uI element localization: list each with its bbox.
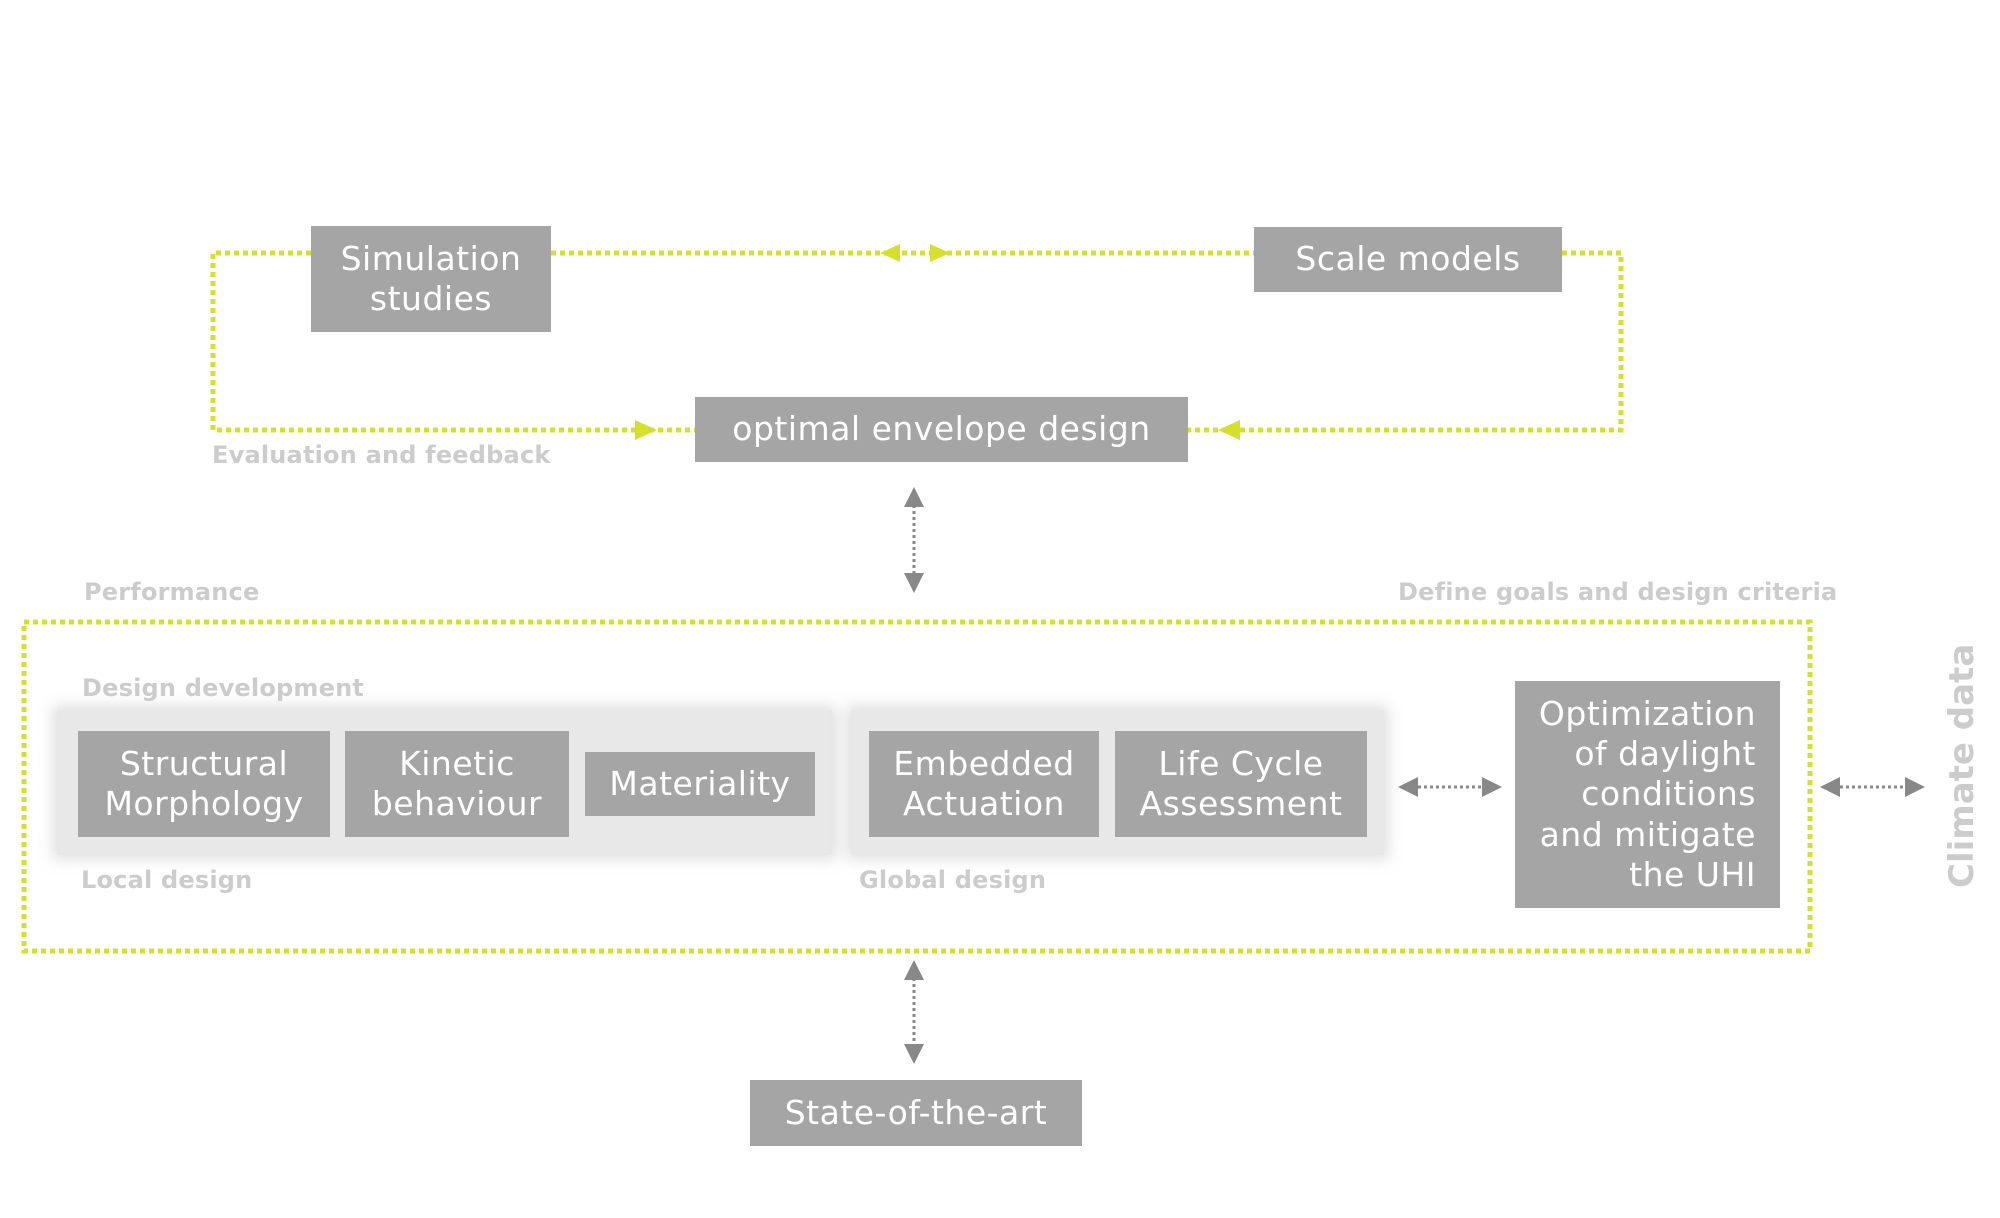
kinetic-behaviour-node: Kinetic behaviour: [345, 731, 569, 837]
arrowhead-down-1: [904, 573, 924, 593]
arrowhead-left-2: [1820, 777, 1840, 797]
materiality-text: Materiality: [609, 763, 791, 803]
global-design-label: Global design: [859, 866, 1047, 894]
life-cycle-assessment-node: Life Cycle Assessment: [1115, 731, 1367, 837]
loop-arrow-left: [880, 244, 900, 262]
arrowhead-left-1: [1398, 777, 1418, 797]
embedded-actuation-node: Embedded Actuation: [869, 731, 1099, 837]
arrowhead-up-2: [904, 960, 924, 980]
arrowhead-down-2: [904, 1044, 924, 1064]
scale-models-text: Scale models: [1295, 239, 1521, 279]
state-of-the-art-text: State-of-the-art: [784, 1092, 1048, 1132]
define-goals-label: Define goals and design criteria: [1398, 578, 1838, 606]
optimal-envelope-design-text: optimal envelope design: [732, 409, 1151, 449]
gray-arrowheads: [904, 487, 1925, 1064]
performance-label: Performance: [84, 578, 260, 606]
loop-left-segment: [210, 250, 695, 433]
optimization-node: Optimization of daylight conditions and …: [1515, 681, 1780, 908]
structural-morphology-node: Structural Morphology: [78, 731, 330, 837]
feedback-loop: [210, 250, 1624, 433]
bidirectional-arrows: [912, 505, 1905, 1045]
climate-data-label: Climate data: [1942, 643, 1982, 888]
optimal-envelope-design-node: optimal envelope design: [695, 397, 1188, 462]
evaluation-feedback-label: Evaluation and feedback: [212, 441, 551, 469]
life-cycle-assessment-text: Life Cycle Assessment: [1139, 743, 1343, 823]
local-design-label: Local design: [81, 866, 253, 894]
simulation-studies-text: Simulation studies: [340, 238, 522, 318]
feedback-arrowheads: [635, 244, 1240, 440]
state-of-the-art-node: State-of-the-art: [750, 1080, 1082, 1146]
loop-arrow-right: [930, 244, 950, 262]
arrowhead-up-1: [904, 487, 924, 507]
loop-right-segment: [1188, 250, 1624, 433]
arrowhead-right-1: [1482, 777, 1502, 797]
arrowhead-right-2: [1905, 777, 1925, 797]
materiality-node: Materiality: [585, 752, 815, 816]
embedded-actuation-text: Embedded Actuation: [893, 743, 1075, 823]
scale-models-node: Scale models: [1254, 227, 1562, 292]
simulation-studies-node: Simulation studies: [311, 226, 551, 332]
optimization-text: Optimization of daylight conditions and …: [1538, 693, 1756, 894]
design-development-label: Design development: [82, 674, 365, 702]
structural-morphology-text: Structural Morphology: [104, 743, 304, 823]
loop-arrow-into-design-left: [635, 420, 657, 440]
kinetic-behaviour-text: Kinetic behaviour: [371, 743, 543, 823]
design-criteria-frame: [21, 619, 1813, 954]
loop-arrow-into-design-right: [1218, 420, 1240, 440]
